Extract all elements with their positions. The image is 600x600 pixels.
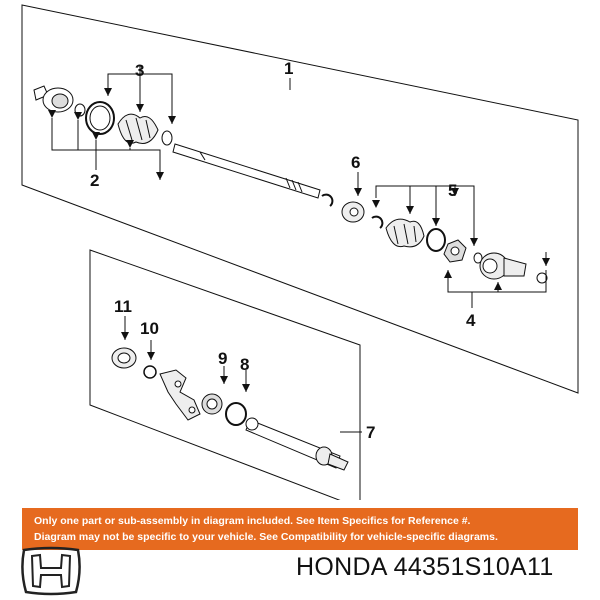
callout-8: 8 bbox=[240, 355, 249, 374]
callout-11: 11 bbox=[114, 297, 132, 316]
boot-band-small bbox=[161, 130, 173, 146]
callout-3: 3 bbox=[135, 61, 144, 80]
bearing-seal bbox=[225, 402, 247, 426]
arrowheads bbox=[48, 88, 550, 392]
panel-driveshaft bbox=[21, 4, 579, 394]
boot-band-large-inner bbox=[89, 105, 111, 131]
snap-ring bbox=[473, 252, 483, 264]
bearing-support bbox=[159, 369, 201, 421]
callout-6: 6 bbox=[351, 153, 360, 172]
inner-boot bbox=[385, 218, 425, 248]
outer-boot bbox=[117, 113, 159, 144]
bearing-inner bbox=[206, 398, 218, 410]
callout-9: 9 bbox=[218, 349, 227, 368]
inner-cv-joint bbox=[479, 252, 527, 280]
boot-band-inner-large bbox=[426, 228, 446, 252]
snap-ring-small bbox=[143, 365, 157, 379]
callout-4: 4 bbox=[466, 311, 476, 330]
part-number-label: HONDA 44351S10A11 bbox=[296, 553, 554, 581]
tripod-joint bbox=[443, 239, 467, 263]
callout-5: 5 bbox=[448, 181, 457, 200]
circlip bbox=[321, 193, 334, 207]
disclaimer-banner: Only one part or sub-assembly in diagram… bbox=[22, 508, 578, 550]
panel-intermediate-shaft bbox=[89, 249, 361, 500]
callout-2: 2 bbox=[90, 171, 99, 190]
intermediate-shaft bbox=[245, 417, 349, 471]
drive-shaft-bar bbox=[172, 143, 321, 199]
oil-seal-inner bbox=[117, 352, 131, 364]
boot-band-inner-small bbox=[371, 215, 384, 229]
disclaimer-line-2: Diagram may not be specific to your vehi… bbox=[34, 531, 498, 543]
callout-7: 7 bbox=[366, 423, 375, 442]
outer-cv-joint bbox=[33, 85, 74, 113]
callout-1: 1 bbox=[284, 59, 293, 78]
dynamic-damper-hole bbox=[349, 207, 359, 217]
boot-band-large bbox=[85, 101, 115, 135]
disclaimer-line-1: Only one part or sub-assembly in diagram… bbox=[34, 515, 471, 527]
parts-diagram: 1 3 2 6 5 4 11 10 9 8 7 bbox=[21, 4, 579, 500]
callout-10: 10 bbox=[140, 319, 159, 338]
honda-logo-icon bbox=[21, 546, 81, 596]
set-ring bbox=[536, 272, 548, 284]
